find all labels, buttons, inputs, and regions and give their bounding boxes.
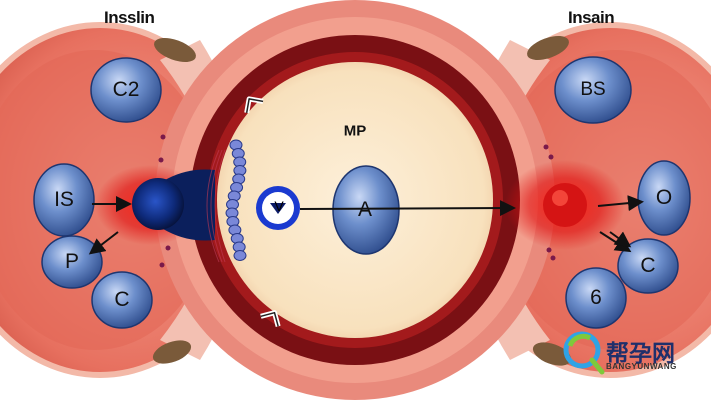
membrane-dot <box>550 255 556 261</box>
left-cell-3 <box>41 235 103 289</box>
membrane-dot <box>159 262 165 268</box>
right-cell-label-1: BS <box>580 79 606 100</box>
membrane-dot <box>165 245 171 251</box>
chevron-top <box>244 96 264 114</box>
membrane-dot <box>160 134 166 140</box>
nucleus-label: A <box>357 198 373 221</box>
left-cell-label-1: C2 <box>112 78 140 101</box>
left-cell-4 <box>91 271 153 329</box>
watermark-chinese: 帮孕网 <box>606 341 675 367</box>
left-cell-label-4: C <box>114 288 130 311</box>
right-red-glow <box>505 160 625 250</box>
left-cell-label-3: P <box>64 250 80 273</box>
membrane-dot <box>546 247 552 253</box>
receptor <box>256 186 300 230</box>
right-cell-4 <box>565 267 627 329</box>
title-left: Insslin <box>104 8 155 27</box>
receptor-label: V <box>274 198 284 214</box>
membrane-dots <box>158 134 556 268</box>
left-cell-2 <box>33 163 95 237</box>
chain-strand <box>206 149 220 263</box>
chain-strand <box>214 149 226 263</box>
right-cell-label-4: 6 <box>590 286 602 309</box>
central-nucleus <box>332 165 400 255</box>
right-cell-1 <box>554 56 632 124</box>
membrane-dot <box>548 154 554 160</box>
left-cell-group <box>33 57 162 329</box>
right-cell-3 <box>617 238 679 294</box>
watermark-latin: BANGYUNWANG <box>606 362 677 371</box>
left-channel <box>132 169 215 241</box>
center-label: MP <box>343 122 367 140</box>
membrane-dot <box>158 157 164 163</box>
membrane-protein-chain <box>206 139 247 263</box>
left-cell-1 <box>90 57 162 123</box>
membrane-dot <box>543 144 549 150</box>
watermark-logo <box>563 331 605 375</box>
left-cell-label-2: IS <box>54 188 74 211</box>
right-cell-label-3: C <box>640 254 656 277</box>
chevron-bottom <box>260 310 281 327</box>
right-cell-group <box>554 56 691 329</box>
arrows <box>88 195 644 255</box>
chain-strand <box>210 149 223 263</box>
chain-bead <box>233 250 247 261</box>
right-cell-label-2: O <box>655 186 673 209</box>
title-right: Insain <box>568 8 615 27</box>
